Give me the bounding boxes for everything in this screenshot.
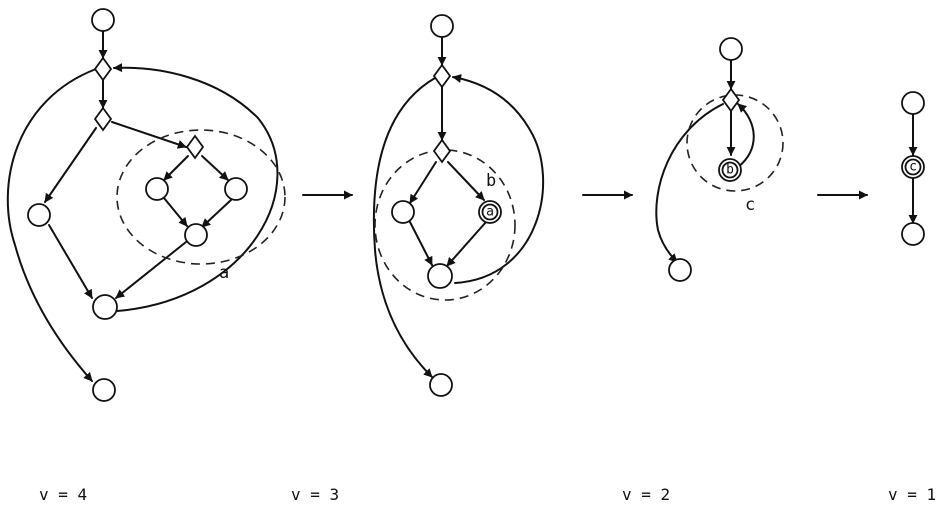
node bbox=[901, 91, 925, 115]
collapsed-node-inner bbox=[721, 161, 739, 179]
region-label: a bbox=[219, 263, 229, 283]
stage-caption: v = 3 bbox=[291, 485, 339, 504]
node bbox=[184, 223, 208, 247]
edge bbox=[111, 121, 187, 149]
edge-loop-back bbox=[737, 103, 755, 168]
stage-v1: c v = 1 bbox=[888, 91, 936, 504]
node bbox=[427, 263, 453, 289]
node bbox=[719, 37, 743, 61]
edge bbox=[115, 241, 187, 299]
stage-caption: v = 2 bbox=[622, 485, 670, 504]
edge bbox=[409, 161, 437, 204]
edge-exit bbox=[6, 68, 97, 382]
decision-node bbox=[432, 138, 452, 164]
stage-caption: v = 4 bbox=[39, 485, 87, 504]
stage-v4: a v = 4 bbox=[6, 8, 286, 504]
decision-node bbox=[185, 134, 205, 160]
decision-node bbox=[93, 56, 113, 82]
node-label: c bbox=[909, 160, 917, 175]
region-label: c bbox=[745, 195, 755, 215]
edge-loop-back bbox=[452, 74, 545, 284]
collapsed-node-inner bbox=[481, 203, 499, 221]
node bbox=[668, 258, 692, 282]
stage-v3: b a v = 3 bbox=[291, 14, 545, 504]
edge bbox=[163, 197, 188, 227]
edge-exit bbox=[655, 103, 724, 263]
node-label: a bbox=[486, 205, 494, 220]
node bbox=[430, 14, 454, 38]
region-label: b bbox=[486, 171, 496, 191]
node-label: b bbox=[726, 163, 734, 178]
edge bbox=[446, 221, 487, 267]
node bbox=[92, 294, 118, 320]
edge bbox=[48, 224, 93, 299]
decision-node bbox=[93, 106, 113, 132]
edge-exit bbox=[372, 77, 436, 378]
node bbox=[429, 373, 453, 397]
edge bbox=[409, 221, 433, 266]
node bbox=[27, 203, 51, 227]
node bbox=[391, 200, 415, 224]
collapsed-node-inner bbox=[904, 158, 922, 176]
node bbox=[145, 177, 169, 201]
region-boundary bbox=[374, 149, 516, 301]
edge bbox=[447, 161, 485, 201]
stage-v3-to-v2: c b v = 2 bbox=[622, 37, 784, 504]
decision-node bbox=[432, 63, 452, 89]
edge bbox=[44, 127, 97, 203]
stage-caption: v = 1 bbox=[888, 485, 936, 504]
node bbox=[92, 378, 116, 402]
region-boundary bbox=[116, 129, 286, 265]
decision-node bbox=[721, 87, 741, 113]
node bbox=[901, 222, 925, 246]
edge bbox=[201, 199, 232, 228]
node bbox=[91, 8, 115, 32]
edge bbox=[163, 155, 189, 181]
edge-loop-back bbox=[113, 63, 279, 312]
edge bbox=[201, 155, 229, 181]
node bbox=[224, 177, 248, 201]
